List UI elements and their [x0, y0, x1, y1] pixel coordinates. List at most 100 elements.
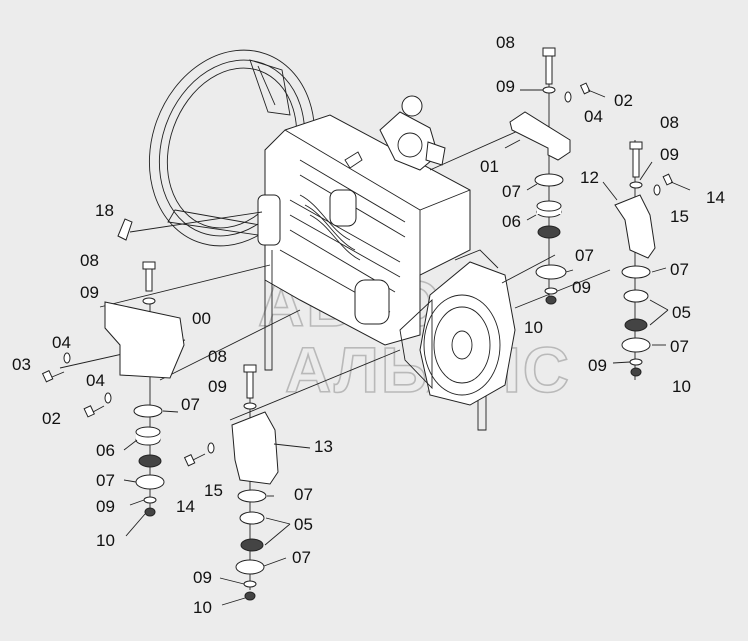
washer-09-l: [143, 496, 157, 504]
washer-15-mid: [207, 442, 215, 454]
label-07-r2: 07: [670, 337, 689, 356]
label-09-mid: 09: [208, 377, 227, 396]
pad-07-m2: [235, 559, 265, 575]
label-07-m1: 07: [294, 485, 313, 504]
pad-07-a: [534, 173, 564, 187]
engine-assembly: [148, 49, 516, 431]
cushion-06-b: [537, 225, 561, 239]
label-04-l1: 04: [52, 333, 71, 352]
nut-10-l: [144, 507, 156, 517]
label-04-top: 04: [584, 107, 603, 126]
cushion-06-a: [536, 200, 562, 218]
washer-09-top: [542, 86, 556, 94]
cushion-05-r2: [624, 318, 648, 332]
label-00: 00: [192, 309, 211, 328]
label-09-m: 09: [193, 568, 212, 587]
cushion-05-m2: [240, 538, 264, 552]
label-05-r: 05: [672, 303, 691, 322]
turbocharger: [379, 95, 446, 171]
bolt-08-left: [142, 261, 156, 292]
washer-04-l1: [63, 352, 71, 364]
label-09-top: 09: [496, 77, 515, 96]
washer-09-m: [243, 580, 257, 588]
nut-10-r: [630, 367, 642, 377]
pad-07-l2: [135, 474, 165, 490]
bolt-08-right: [629, 141, 643, 178]
cushion-06-l2: [138, 454, 162, 468]
label-05-m: 05: [294, 515, 313, 534]
washer-09-left: [142, 297, 156, 305]
washer-09-mid: [243, 402, 257, 410]
label-04-l2: 04: [86, 371, 105, 390]
label-08-mid: 08: [208, 347, 227, 366]
mount-group-right: [614, 141, 691, 377]
bolt-02-top: [579, 82, 606, 98]
washer-04-l2: [104, 392, 112, 404]
label-09-r: 09: [588, 356, 607, 375]
nut-10-b: [545, 295, 557, 305]
label-10-r: 10: [672, 377, 691, 396]
part-labels: 08 09 02 04 01 07 06 07 09 10 08 09 12 1…: [12, 33, 725, 617]
mount-group-left: [41, 218, 185, 517]
label-07-a: 07: [502, 182, 521, 201]
label-07-l2: 07: [96, 471, 115, 490]
cushion-06-l: [135, 426, 161, 446]
label-09-right: 09: [660, 145, 679, 164]
label-08-top: 08: [496, 33, 515, 52]
pad-07-r2: [621, 337, 651, 353]
bracket-00: [104, 301, 185, 379]
pad-07-l: [133, 404, 163, 418]
label-08-right: 08: [660, 113, 679, 132]
bolt-02-left: [83, 405, 105, 418]
pad-07-m1: [237, 489, 267, 503]
cushion-05-m1: [239, 511, 265, 525]
label-02-top: 02: [614, 91, 633, 110]
bolt-14-mid: [183, 453, 206, 467]
mount-group-top-right: [509, 47, 606, 305]
label-10-b: 10: [524, 318, 543, 337]
label-09-b: 09: [572, 278, 591, 297]
bracket-13: [231, 411, 279, 485]
label-15-right: 15: [670, 207, 689, 226]
label-06-a: 06: [502, 212, 521, 231]
label-03: 03: [12, 355, 31, 374]
label-10-m: 10: [193, 598, 212, 617]
bolt-08-mid: [243, 364, 257, 399]
washer-09-b: [544, 287, 558, 295]
label-07-b: 07: [575, 246, 594, 265]
mount-group-middle: [183, 364, 279, 601]
callout-lines: [123, 89, 669, 606]
label-14-right: 14: [706, 188, 725, 207]
bracket-01: [509, 111, 571, 161]
washer-09-r: [629, 358, 643, 366]
label-12: 12: [580, 168, 599, 187]
washer-04-top: [564, 91, 572, 103]
label-01: 01: [480, 157, 499, 176]
label-06-l: 06: [96, 441, 115, 460]
bolt-03: [41, 370, 65, 383]
bolt-08-top: [542, 47, 556, 85]
label-10-l: 10: [96, 531, 115, 550]
bolt-14-right: [662, 173, 691, 191]
label-09-l: 09: [96, 497, 115, 516]
flywheel-housing: [399, 249, 516, 406]
label-13: 13: [314, 437, 333, 456]
pad-07-b: [535, 264, 567, 280]
label-02-left: 02: [42, 409, 61, 428]
washer-15-right: [653, 184, 661, 196]
cushion-05-r1: [623, 289, 649, 303]
label-07-l: 07: [181, 395, 200, 414]
washer-09-right: [629, 181, 643, 189]
bolt-18: [117, 218, 133, 241]
label-09-left: 09: [80, 283, 99, 302]
bracket-12: [614, 194, 656, 259]
label-08-left: 08: [80, 251, 99, 270]
label-18: 18: [95, 201, 114, 220]
pad-07-r1: [621, 265, 651, 279]
nut-10-m: [244, 591, 256, 601]
label-14-mid: 14: [176, 497, 195, 516]
label-07-r1: 07: [670, 260, 689, 279]
label-07-m2: 07: [292, 548, 311, 567]
